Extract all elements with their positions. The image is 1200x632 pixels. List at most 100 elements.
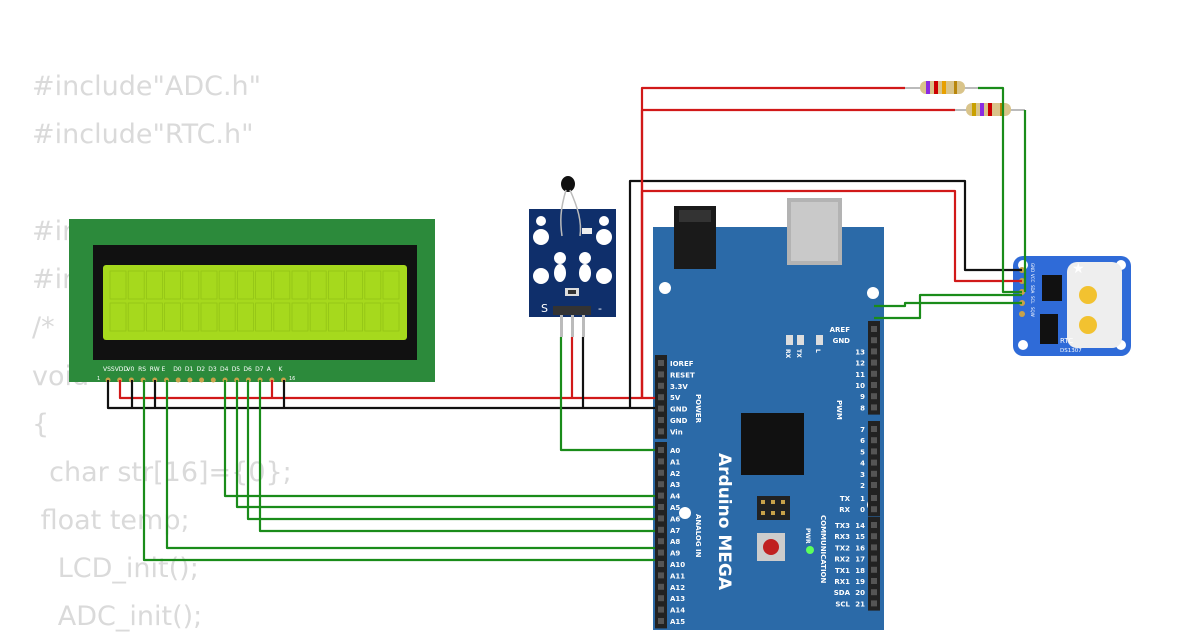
arduino-pin-label: IOREF [670, 360, 694, 368]
arduino-pin-label: RX2 [834, 556, 850, 564]
arduino-pin[interactable] [871, 533, 877, 540]
lcd-pin-label: D7 [255, 366, 264, 373]
arduino-pin[interactable] [658, 549, 664, 556]
arduino-pin[interactable] [871, 555, 877, 562]
lcd-char-cell [218, 270, 236, 300]
lcd-character-grid [109, 270, 400, 332]
arduino-pin[interactable] [871, 337, 877, 344]
arduino-pin[interactable] [658, 515, 664, 522]
sensor-label-s: S [541, 302, 548, 315]
arduino-pin[interactable] [658, 447, 664, 453]
arduino-pin[interactable] [658, 583, 664, 590]
arduino-pin[interactable] [871, 348, 877, 355]
lcd-char-cell [236, 302, 254, 332]
arduino-pin[interactable] [871, 393, 877, 400]
lcd-pin[interactable] [187, 377, 193, 383]
rtc-pin-label: VCC [1030, 274, 1035, 283]
arduino-pin[interactable] [871, 426, 877, 432]
arduino-pin-label: Vin [670, 428, 683, 436]
lcd-char-cell [200, 302, 218, 332]
arduino-pin-number: 9 [860, 393, 865, 401]
arduino-pin-number: 21 [855, 600, 865, 608]
arduino-pin-label: A4 [670, 493, 680, 501]
sensor-board [529, 209, 616, 317]
lcd-pin-last: 16 [289, 376, 295, 382]
arduino-pin[interactable] [871, 370, 877, 377]
wire [106, 380, 655, 410]
arduino-pin[interactable] [658, 538, 664, 545]
arduino-pin-label: A1 [670, 458, 680, 466]
arduino-pin[interactable] [871, 326, 877, 332]
rtc-crystal [1040, 314, 1058, 344]
resistor-1[interactable] [905, 81, 978, 94]
arduino-pin[interactable] [658, 469, 664, 476]
arduino-right-headers: AREFGND13121110987654321TX0RX14TX315RX31… [830, 321, 880, 611]
rtc-pin[interactable] [1019, 311, 1025, 317]
arduino-pin[interactable] [871, 382, 877, 388]
arduino-pin[interactable] [658, 417, 664, 423]
lcd-char-cell [145, 270, 163, 300]
arduino-pin-label: A2 [670, 470, 680, 478]
arduino-mega-board[interactable]: TX RX L PWR Arduino MEGA POWER ANALOG IN… [653, 198, 884, 630]
lcd-pin-label: E [162, 366, 166, 373]
arduino-pin[interactable] [658, 561, 664, 567]
arduino-pin-number: 20 [855, 589, 865, 597]
lcd-char-cell [291, 302, 309, 332]
arduino-pin[interactable] [871, 448, 877, 455]
temperature-sensor-module[interactable]: S - [529, 176, 616, 337]
arduino-pin[interactable] [871, 459, 877, 466]
arduino-pin-number: 10 [855, 382, 865, 390]
lcd-pin-label: VDD [115, 366, 129, 373]
arduino-pin[interactable] [871, 600, 877, 607]
arduino-pin-number: 1 [860, 495, 865, 503]
arduino-pin[interactable] [658, 618, 664, 624]
arduino-pin[interactable] [658, 394, 664, 401]
arduino-pin[interactable] [871, 359, 877, 366]
arduino-pin[interactable] [658, 492, 664, 499]
arduino-pin-label: A15 [670, 618, 685, 626]
lcd-char-cell [127, 270, 145, 300]
arduino-pin-number: 7 [860, 426, 865, 434]
arduino-pin[interactable] [658, 382, 664, 389]
lcd-pin-label: V0 [126, 366, 134, 373]
lcd-char-cell [327, 270, 345, 300]
rtc-pin-label: SCL [1030, 296, 1035, 304]
arduino-pin-number: 8 [860, 404, 865, 412]
power-led [806, 546, 814, 554]
arduino-pin[interactable] [658, 595, 664, 602]
arduino-pin-label: 3.3V [670, 383, 688, 391]
arduino-pin[interactable] [871, 437, 877, 444]
arduino-pin[interactable] [658, 458, 664, 465]
resistor-2[interactable] [955, 103, 1025, 116]
arduino-pin[interactable] [871, 404, 877, 411]
arduino-pin[interactable] [871, 544, 877, 551]
arduino-pin[interactable] [871, 589, 877, 596]
arduino-pin[interactable] [871, 522, 877, 528]
arduino-pin[interactable] [871, 470, 877, 477]
led-tx-label: TX [795, 349, 802, 358]
arduino-pin-label: TX1 [835, 567, 850, 575]
arduino-pin[interactable] [658, 504, 664, 510]
arduino-pin[interactable] [658, 572, 664, 579]
arduino-pin[interactable] [871, 495, 877, 501]
lcd-pin[interactable] [210, 377, 216, 383]
arduino-pin[interactable] [658, 606, 664, 613]
arduino-pin[interactable] [871, 578, 877, 584]
arduino-pin[interactable] [658, 428, 664, 435]
arduino-pin[interactable] [658, 481, 664, 488]
board-name: Arduino MEGA [714, 453, 734, 591]
arduino-pin-label: A5 [670, 504, 680, 512]
lcd-pin-label: D0 [173, 366, 182, 373]
arduino-pin[interactable] [658, 371, 664, 378]
arduino-pin[interactable] [658, 405, 664, 412]
arduino-pin[interactable] [871, 482, 877, 488]
arduino-pin[interactable] [871, 506, 877, 513]
arduino-pin[interactable] [658, 526, 664, 533]
arduino-pin[interactable] [871, 566, 877, 573]
lcd-pin-label: D2 [197, 366, 206, 373]
arduino-pin[interactable] [658, 360, 664, 366]
lcd-pin[interactable] [199, 377, 205, 383]
lcd-pin[interactable] [175, 377, 181, 383]
